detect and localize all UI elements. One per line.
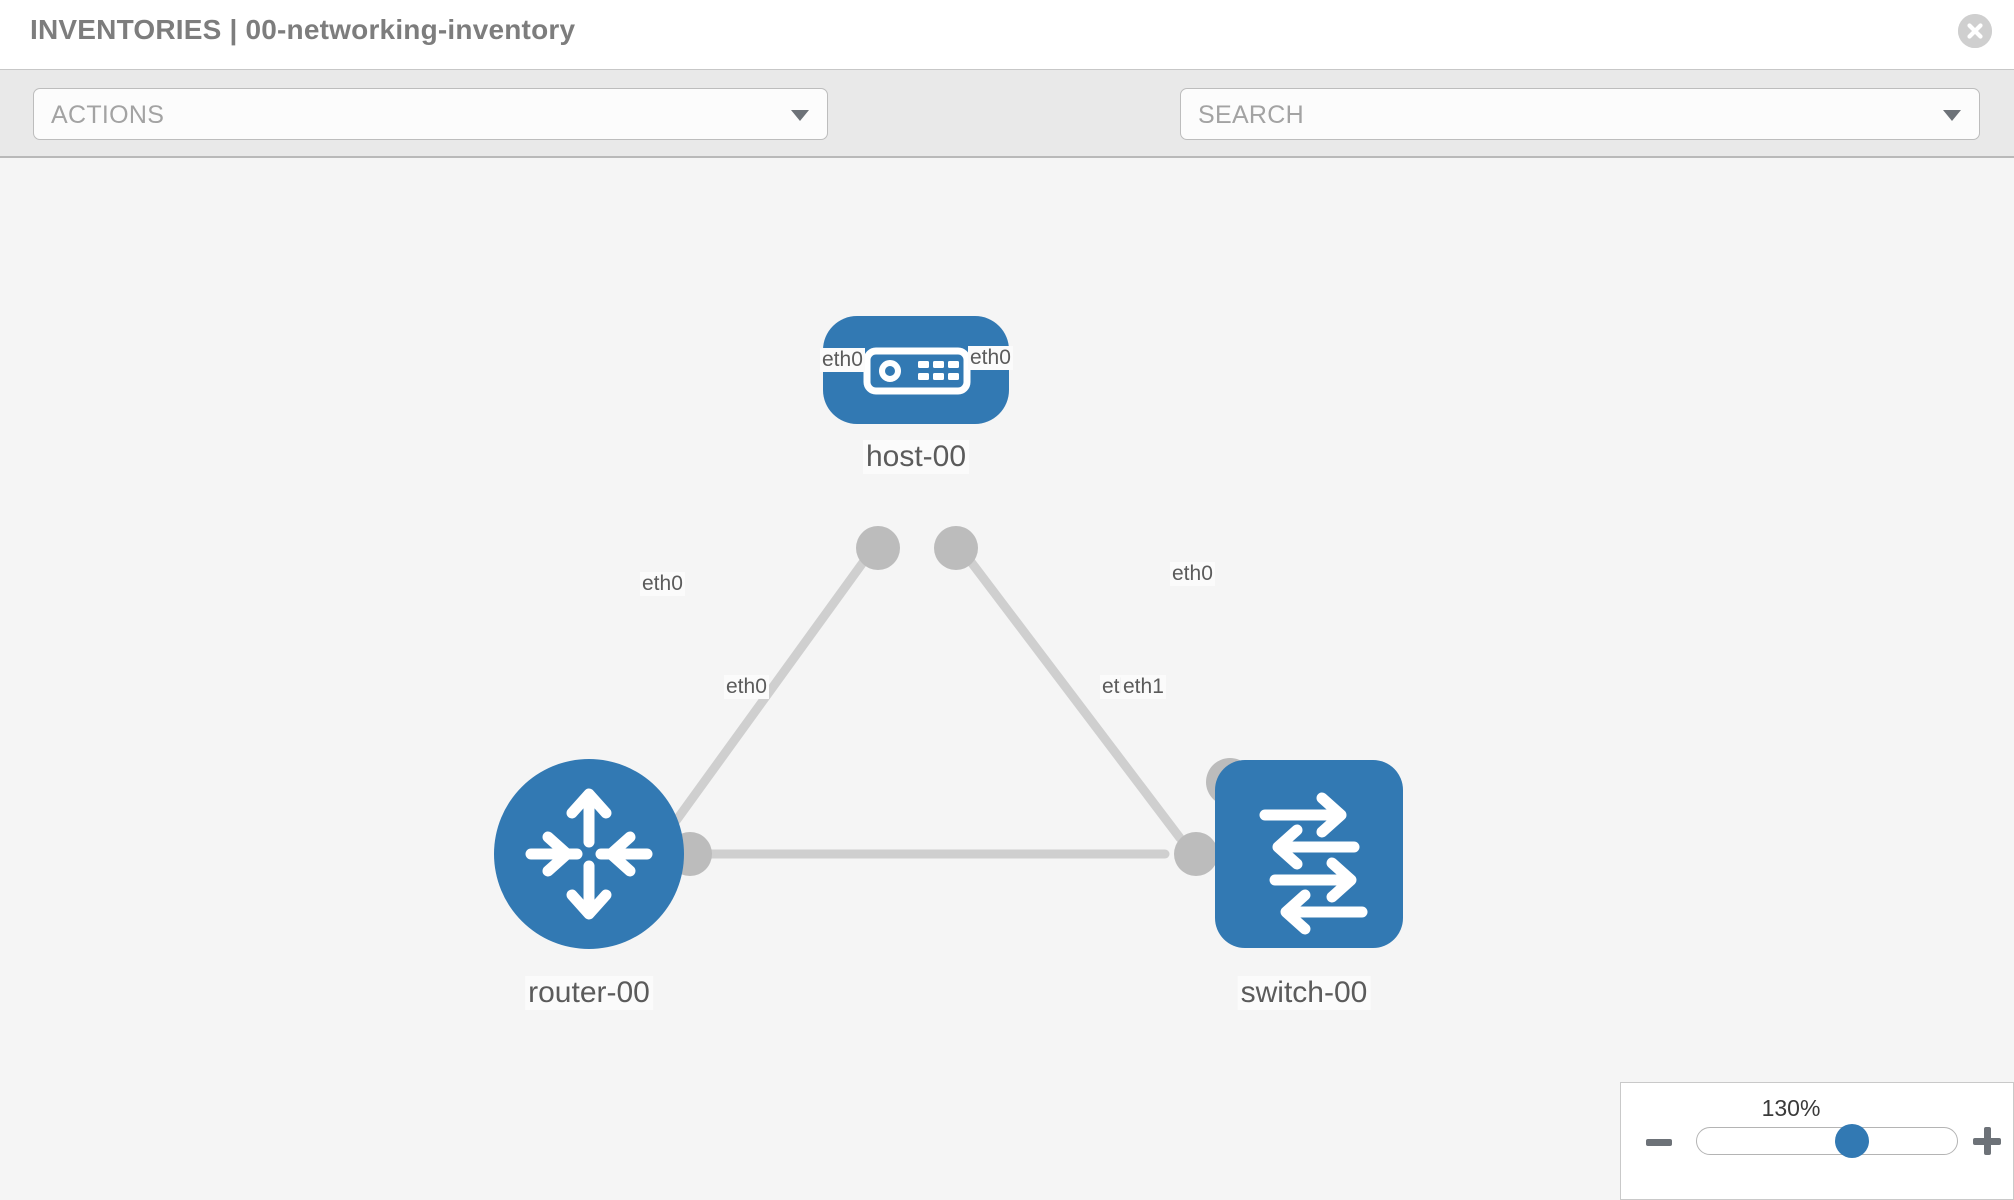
node-label-router-00: router-00 [525,976,653,1010]
node-label-switch-00: switch-00 [1237,976,1371,1010]
node-host-00 [823,316,1009,424]
edge-host00-router00 [647,545,877,859]
zoom-slider-track[interactable] [1696,1127,1958,1155]
edge-label: eth0 [820,348,865,372]
zoom-percent-label: 130% [1761,1095,1821,1121]
search-input[interactable]: SEARCH [1180,88,1980,140]
connector-host00-right [934,526,978,570]
topology-edges [647,545,1185,859]
node-router-00 [494,759,684,949]
topology-graph [494,316,1403,949]
close-icon[interactable] [1958,14,1992,48]
topology-canvas[interactable]: eth0 eth0 eth0 eth0 eth0 eth eth1 host-0… [0,158,2014,1200]
edge-label: eth0 [968,346,1013,370]
edge-label: eth0 [640,572,685,596]
switch-arrows-icon [1259,792,1368,935]
search-placeholder: SEARCH [1198,101,1304,129]
page-header: INVENTORIES | 00-networking-inventory [0,0,2014,70]
zoom-control-panel: 130% [1620,1082,2014,1200]
edge-host00-switch00 [957,545,1185,843]
page-title: INVENTORIES | 00-networking-inventory [30,14,576,45]
actions-dropdown-label: ACTIONS [51,101,165,129]
chevron-down-icon [791,110,809,121]
node-switch-00 [1215,760,1403,948]
zoom-slider-thumb[interactable] [1835,1124,1869,1158]
node-label-host-00: host-00 [862,440,970,474]
edge-label: eth0 [1170,562,1215,586]
router-arrows-icon [525,788,653,920]
plus-icon[interactable] [1973,1127,2001,1155]
connector-host00-left [856,526,900,570]
edge-label: eth1 [1121,675,1166,699]
edge-label: eth0 [724,675,769,699]
minus-icon[interactable] [1646,1139,1672,1146]
toolbar: ACTIONS SEARCH [0,70,2014,196]
actions-dropdown[interactable]: ACTIONS [33,88,828,140]
server-icon [863,347,971,395]
chevron-down-icon [1943,110,1961,121]
connector-switch00-left [1174,832,1218,876]
